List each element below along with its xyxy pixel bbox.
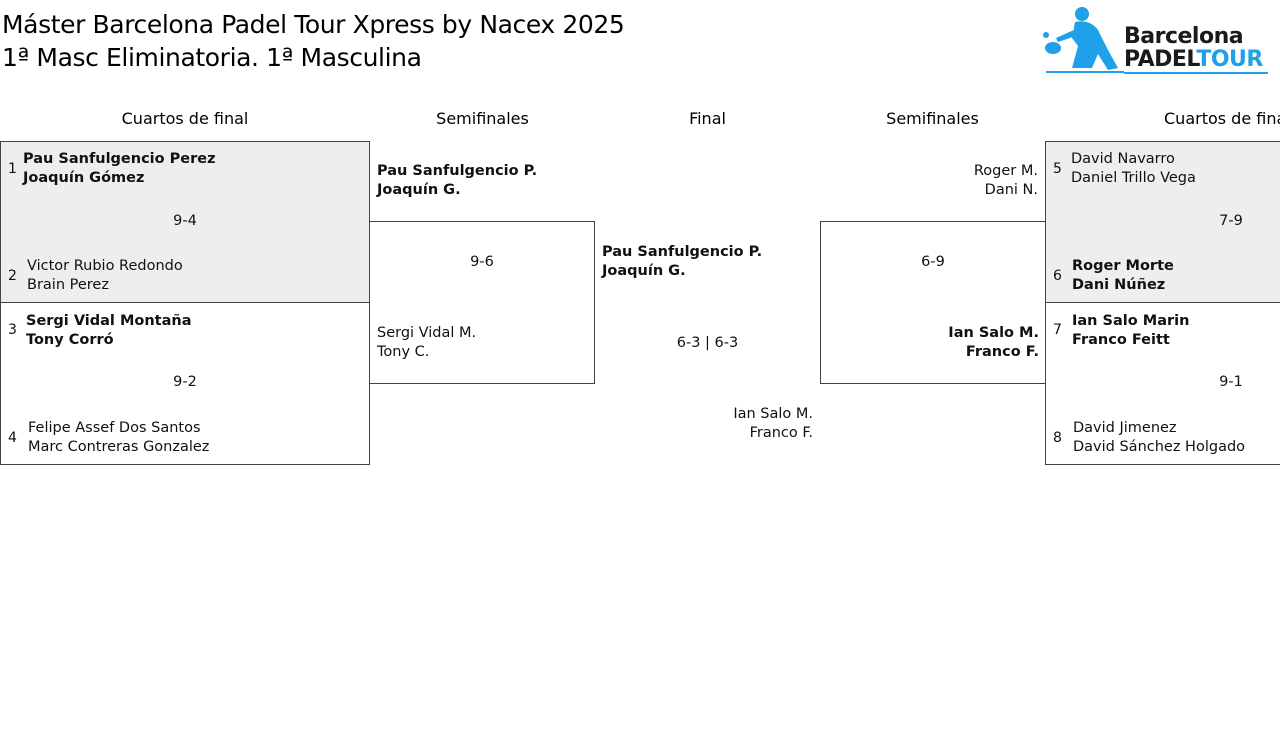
logo-underline — [1124, 72, 1268, 74]
match-score: 6-9 — [921, 254, 945, 270]
seed-number: 8 — [1053, 430, 1062, 446]
player-name: Felipe Assef Dos Santos — [28, 420, 201, 436]
player-name: Roger Morte — [1072, 258, 1174, 274]
team[interactable]: David Jimenez David Sánchez Holgado — [1073, 419, 1245, 457]
player-name: Franco Feitt — [1072, 332, 1170, 348]
category-title: 1ª Masc Eliminatoria. 1ª Masculina — [2, 43, 422, 72]
match-qf-left-1[interactable]: 1 Pau Sanfulgencio Perez Joaquín Gómez 9… — [0, 141, 370, 303]
match-score: 7-9 — [1219, 213, 1243, 229]
tournament-title: Máster Barcelona Padel Tour Xpress by Na… — [2, 10, 625, 39]
match-qf-right-2[interactable]: 7 Ian Salo Marin Franco Feitt 9-1 8 Davi… — [1045, 302, 1280, 465]
seed-number: 5 — [1053, 161, 1062, 177]
team[interactable]: David Navarro Daniel Trillo Vega — [1071, 150, 1196, 188]
player-name: Sergi Vidal Montaña — [26, 313, 192, 329]
round-header-right-quarterfinals: Cuartos de final — [1164, 109, 1280, 128]
player-name: Pau Sanfulgencio P. — [377, 163, 538, 179]
match-qf-right-1[interactable]: 5 David Navarro Daniel Trillo Vega 7-9 6… — [1045, 141, 1280, 303]
final-score: 6-3 | 6-3 — [676, 335, 739, 351]
match-sf-right[interactable]: 6-9 Ian Salo M. Franco F. — [820, 221, 1046, 384]
logo-text-padeltour: PADELTOUR — [1124, 47, 1263, 72]
player-name: Ian Salo M. — [733, 406, 813, 422]
team[interactable]: Roger M. Dani N. — [900, 162, 1038, 200]
team-winner[interactable]: Ian Salo Marin Franco Feitt — [1072, 312, 1189, 350]
player-name: Joaquín G. — [602, 263, 686, 279]
player-name: Brain Perez — [27, 277, 109, 293]
match-sf-left[interactable]: 9-6 Sergi Vidal M. Tony C. — [369, 221, 595, 384]
player-name: Roger M. — [973, 163, 1038, 179]
round-header-left-quarterfinals: Cuartos de final — [121, 109, 249, 128]
player-name: Victor Rubio Redondo — [27, 258, 183, 274]
team[interactable]: Felipe Assef Dos Santos Marc Contreras G… — [28, 419, 209, 457]
player-name: Ian Salo Marin — [1072, 313, 1190, 329]
logo-text-tour: TOUR — [1196, 47, 1263, 72]
team-winner[interactable]: Pau Sanfulgencio P. Joaquín G. — [377, 162, 537, 200]
team-winner[interactable]: Roger Morte Dani Núñez — [1072, 257, 1174, 295]
player-name: Dani N. — [984, 182, 1038, 198]
seed-number: 3 — [8, 322, 17, 338]
team[interactable]: Sergi Vidal M. Tony C. — [377, 324, 476, 362]
round-header-final: Final — [689, 109, 726, 128]
seed-number: 1 — [8, 161, 17, 177]
player-name: Franco F. — [749, 425, 813, 441]
player-name: Ian Salo M. — [948, 325, 1039, 341]
team-winner[interactable]: Sergi Vidal Montaña Tony Corró — [26, 312, 191, 350]
team-winner[interactable]: Pau Sanfulgencio Perez Joaquín Gómez — [23, 150, 216, 188]
barcelona-padel-tour-logo: Barcelona PADELTOUR — [1042, 4, 1270, 76]
seed-number: 2 — [8, 268, 17, 284]
player-name: David Jimenez — [1073, 420, 1177, 436]
seed-number: 7 — [1053, 322, 1062, 338]
player-name: David Navarro — [1071, 151, 1175, 167]
logo-text-barcelona: Barcelona — [1124, 24, 1244, 49]
player-name: Pau Sanfulgencio P. — [602, 244, 763, 260]
padel-player-icon — [1043, 7, 1124, 73]
match-score: 9-1 — [1219, 374, 1243, 390]
team-runner-up[interactable]: Ian Salo M. Franco F. — [700, 405, 813, 443]
match-score: 9-6 — [470, 254, 494, 270]
player-name: Tony Corró — [26, 332, 114, 348]
player-name: David Sánchez Holgado — [1073, 439, 1246, 455]
logo-text-padel: PADEL — [1124, 47, 1197, 72]
seed-number: 4 — [8, 430, 17, 446]
team-winner[interactable]: Ian Salo M. Franco F. — [881, 324, 1039, 362]
player-name: Sergi Vidal M. — [377, 325, 477, 341]
page-title: Máster Barcelona Padel Tour Xpress by Na… — [2, 8, 625, 74]
player-name: Pau Sanfulgencio Perez — [23, 151, 216, 167]
player-name: Daniel Trillo Vega — [1071, 170, 1196, 186]
match-score: 9-2 — [173, 374, 197, 390]
player-name: Dani Núñez — [1072, 277, 1166, 293]
player-name: Joaquín Gómez — [23, 170, 145, 186]
player-name: Tony C. — [377, 344, 430, 360]
team-champion[interactable]: Pau Sanfulgencio P. Joaquín G. — [602, 243, 762, 281]
team[interactable]: Victor Rubio Redondo Brain Perez — [27, 257, 183, 295]
seed-number: 6 — [1053, 268, 1062, 284]
round-header-right-semifinals: Semifinales — [886, 109, 979, 128]
match-score: 9-4 — [173, 213, 197, 229]
match-qf-left-2[interactable]: 3 Sergi Vidal Montaña Tony Corró 9-2 4 F… — [0, 302, 370, 465]
player-name: Franco F. — [965, 344, 1039, 360]
round-header-left-semifinals: Semifinales — [436, 109, 529, 128]
player-name: Marc Contreras Gonzalez — [28, 439, 210, 455]
player-name: Joaquín G. — [377, 182, 461, 198]
